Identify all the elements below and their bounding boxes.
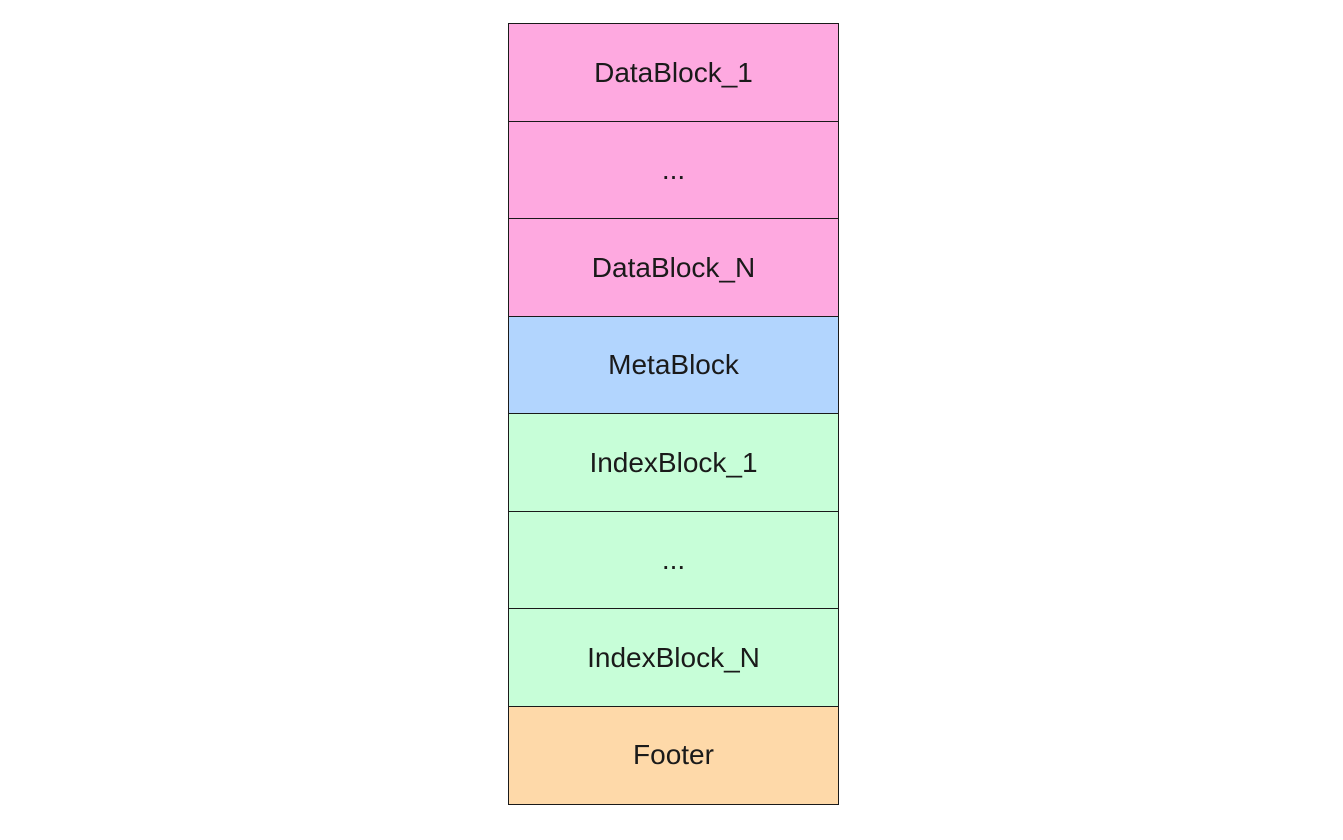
meta-block: MetaBlock [508,315,839,415]
data-block-1: DataBlock_1 [508,23,839,122]
index-block-n: IndexBlock_N [508,608,839,707]
index-block-ellipsis: ... [508,510,839,610]
footer-block: Footer [508,705,839,805]
index-block-1: IndexBlock_1 [508,413,839,512]
data-block-ellipsis: ... [508,120,839,220]
file-layout-diagram: DataBlock_1 ... DataBlock_N MetaBlock In… [508,23,839,805]
data-block-n: DataBlock_N [508,218,839,317]
